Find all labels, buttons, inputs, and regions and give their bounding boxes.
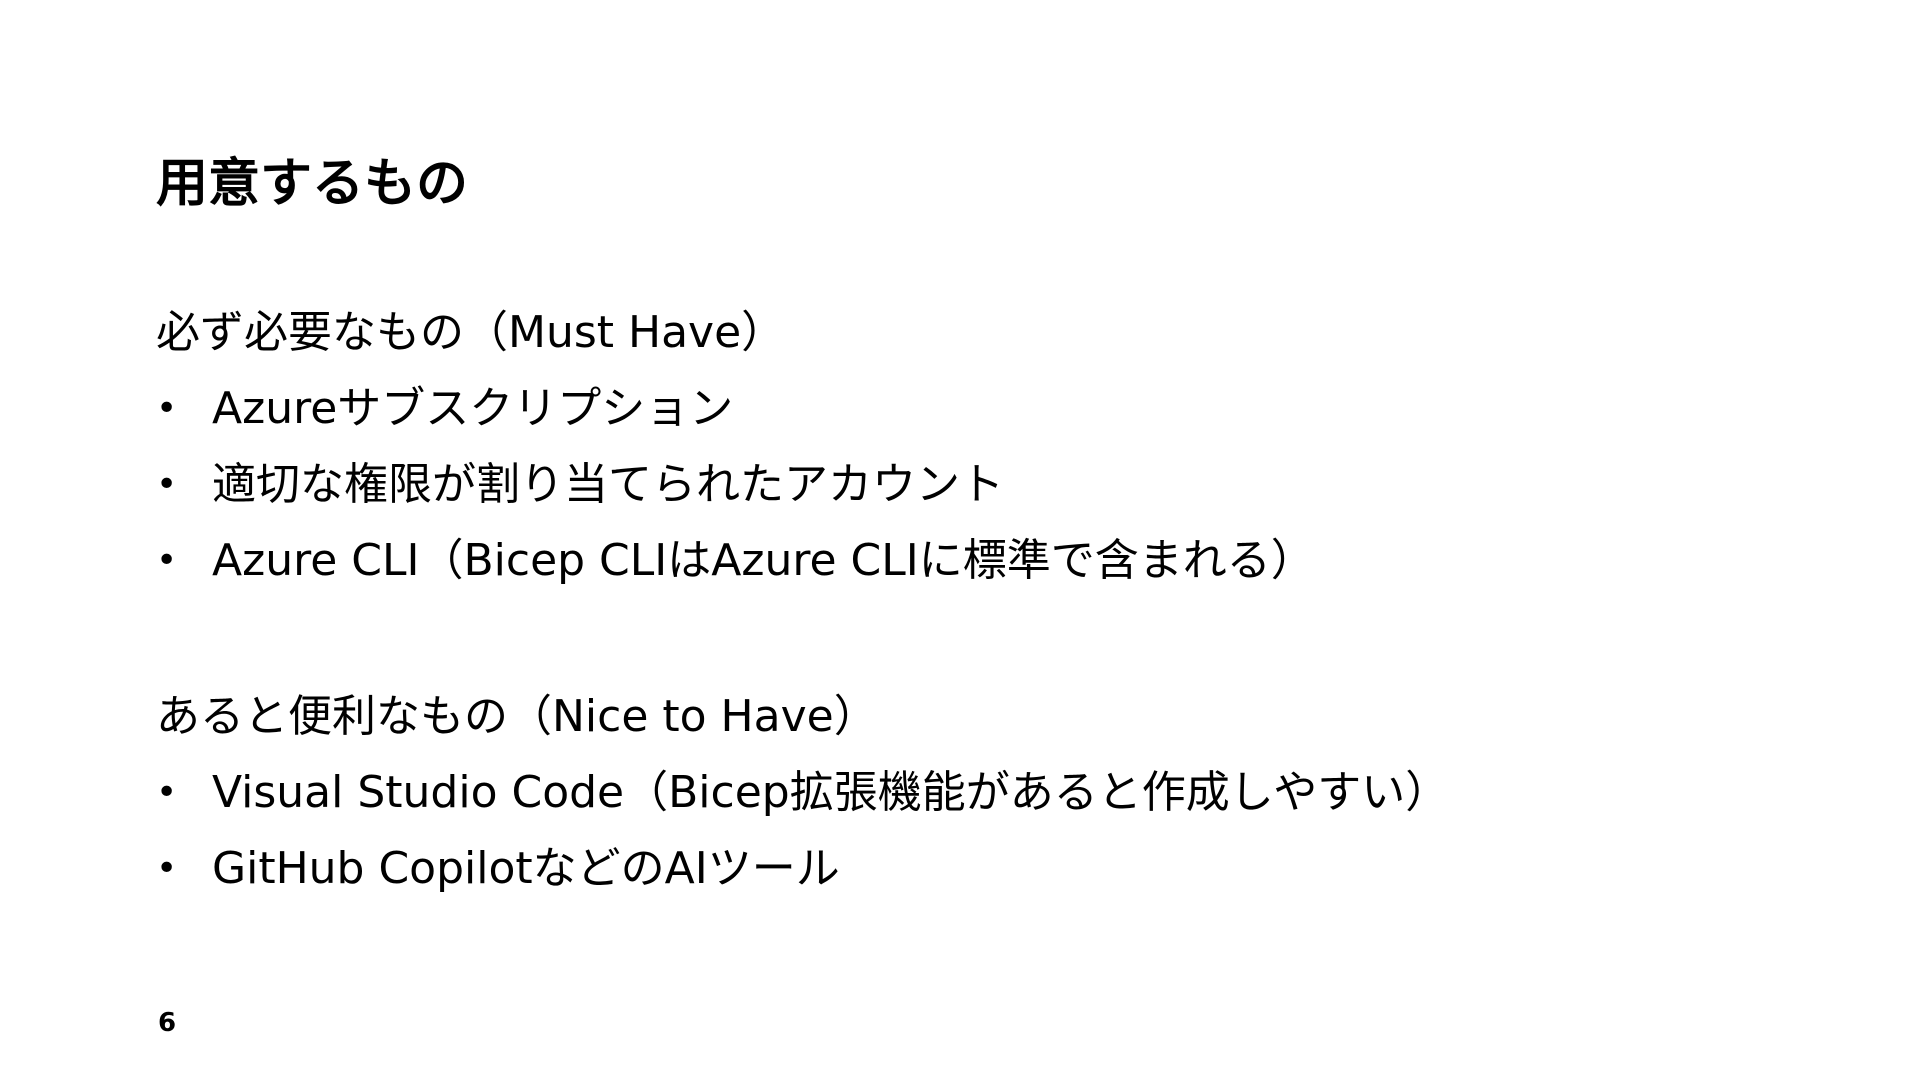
list-item: • Azureサブスクリプション bbox=[156, 378, 1856, 454]
list-item: • GitHub CopilotなどのAIツール bbox=[156, 838, 1856, 914]
bullet-icon: • bbox=[156, 848, 178, 889]
list-item-text: GitHub CopilotなどのAIツール bbox=[212, 843, 840, 894]
list-item-text: Azure CLI（Bicep CLIはAzure CLIに標準で含まれる） bbox=[212, 535, 1315, 586]
bullet-icon: • bbox=[156, 388, 178, 429]
list-item-text: 適切な権限が割り当てられたアカウント bbox=[212, 459, 1004, 510]
list-item: • Azure CLI（Bicep CLIはAzure CLIに標準で含まれる） bbox=[156, 530, 1856, 606]
nice-to-have-section: あると便利なもの（Nice to Have） • Visual Studio C… bbox=[156, 686, 1856, 914]
slide-title: 用意するもの bbox=[156, 154, 469, 214]
page-number: 6 bbox=[158, 1008, 177, 1038]
must-have-section: 必ず必要なもの（Must Have） • Azureサブスクリプション • 適切… bbox=[156, 302, 1856, 606]
list-item-text: Visual Studio Code（Bicep拡張機能があると作成しやすい） bbox=[212, 767, 1450, 818]
list-item: • Visual Studio Code（Bicep拡張機能があると作成しやすい… bbox=[156, 762, 1856, 838]
bullet-icon: • bbox=[156, 464, 178, 505]
list-item: • 適切な権限が割り当てられたアカウント bbox=[156, 454, 1856, 530]
list-item-text: Azureサブスクリプション bbox=[212, 383, 734, 434]
nice-to-have-heading: あると便利なもの（Nice to Have） bbox=[156, 691, 878, 742]
must-have-list: • Azureサブスクリプション • 適切な権限が割り当てられたアカウント • … bbox=[156, 378, 1856, 606]
nice-to-have-list: • Visual Studio Code（Bicep拡張機能があると作成しやすい… bbox=[156, 762, 1856, 914]
must-have-heading: 必ず必要なもの（Must Have） bbox=[156, 307, 786, 358]
bullet-icon: • bbox=[156, 772, 178, 813]
bullet-icon: • bbox=[156, 540, 178, 581]
